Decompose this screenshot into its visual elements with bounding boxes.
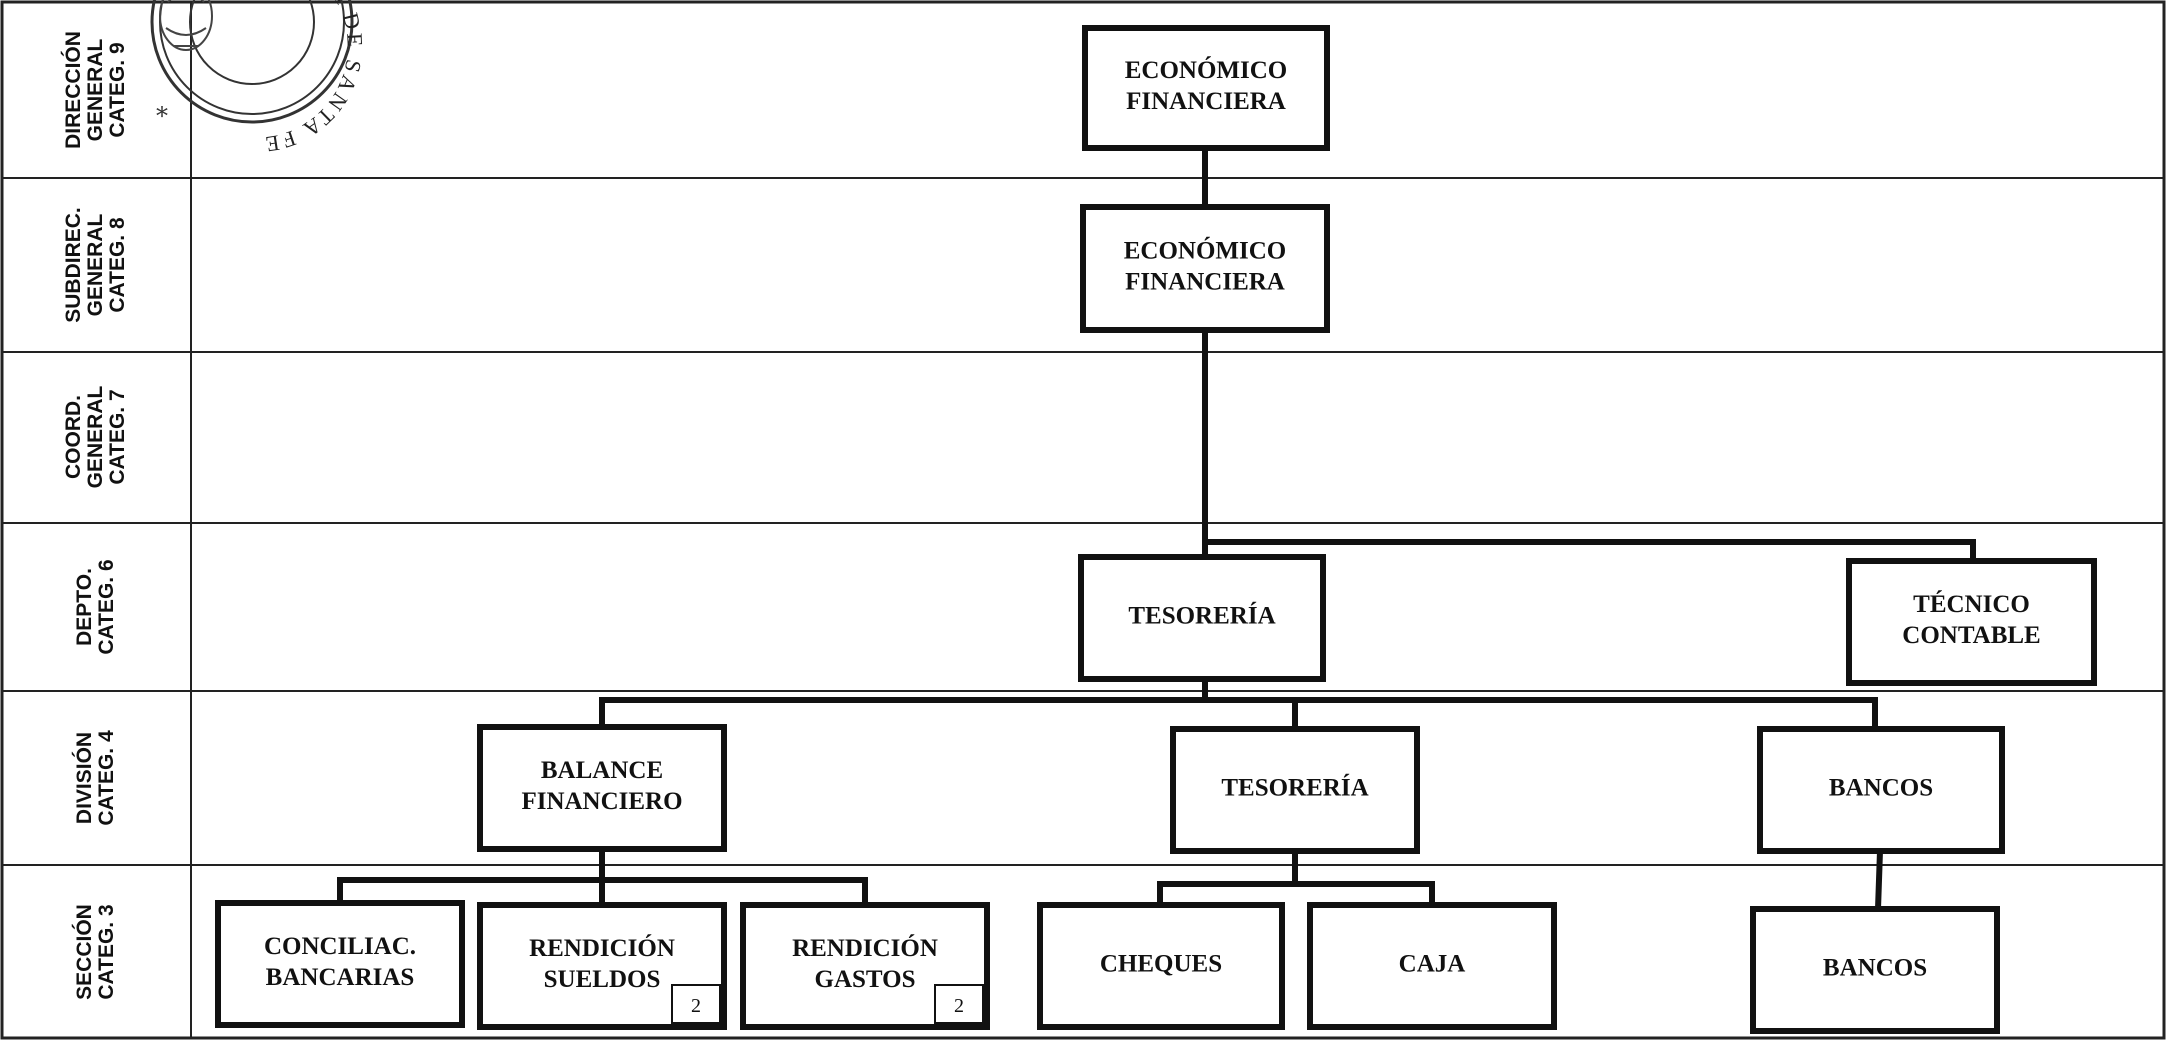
box-label-line: CONCILIAC.: [264, 933, 416, 960]
box-label-line: CHEQUES: [1100, 950, 1222, 977]
box-seccion-bancos: BANCOS: [1750, 906, 2000, 1034]
box-seccion-rendicion-gastos: RENDICIÓN GASTOS 2: [740, 902, 990, 1030]
box-label-line: BANCOS: [1823, 954, 1927, 981]
box-seccion-conciliac-bancarias: CONCILIAC. BANCARIAS: [215, 900, 465, 1028]
row-label-line: CATEG. 3: [95, 904, 118, 999]
box-frame: [477, 724, 727, 852]
box-label-line: SUELDOS: [544, 966, 661, 993]
row-label-line: DIVISIÓN: [72, 732, 96, 824]
box-label-line: RENDICIÓN: [792, 934, 938, 962]
row-label-line: CATEG. 7: [106, 389, 129, 484]
box-depto-tesoreria: TESORERÍA: [1078, 554, 1326, 682]
box-frame: [1037, 902, 1285, 1030]
box-label-line: GASTOS: [815, 966, 916, 993]
box-frame: [215, 900, 465, 1028]
box-frame: [1750, 906, 2000, 1034]
box-subdireccion-economico-financiera: ECONÓMICO FINANCIERA: [1080, 204, 1330, 333]
box-frame: [1757, 726, 2005, 854]
box-label-line: ECONÓMICO: [1125, 56, 1288, 84]
box-label-line: CAJA: [1399, 950, 1466, 977]
box-frame: [1078, 554, 1326, 682]
box-frame: [1170, 726, 1420, 854]
box-label-line: FINANCIERA: [1125, 268, 1285, 295]
box-badge-frame: [934, 984, 984, 1024]
row-label-line: DEPTO.: [73, 568, 96, 646]
row-label-line: CATEG. 4: [95, 730, 118, 826]
box-label-line: CONTABLE: [1902, 622, 2040, 649]
box-frame: [1307, 902, 1557, 1030]
row-label-line: SUBDIREC.: [62, 207, 85, 323]
row-label-line: CATEG. 9: [106, 42, 129, 137]
unit-boxes: ECONÓMICO FINANCIERA ECONÓMICO FINANCIERA TE…: [215, 25, 2097, 1034]
box-badge: 2: [691, 995, 701, 1017]
row-label-line: DIRECCIÓN: [61, 31, 85, 149]
box-frame: [1846, 558, 2097, 686]
box-label-line: TESORERÍA: [1128, 601, 1275, 629]
row-label-line: GENERAL: [84, 38, 107, 141]
box-direccion-economico-financiera: ECONÓMICO FINANCIERA: [1082, 25, 1330, 151]
box-label-line: TESORERÍA: [1221, 773, 1368, 801]
row-label-line: CATEG. 6: [95, 559, 118, 654]
row-label-departamento: DEPTO.CATEG. 6: [73, 559, 118, 654]
connectors: [337, 145, 1976, 913]
box-label-line: BANCARIAS: [266, 964, 415, 991]
seal-emblem: [159, 0, 213, 51]
box-frame: [1080, 204, 1330, 333]
box-label-line: FINANCIERO: [521, 788, 682, 815]
box-label-line: ECONÓMICO: [1124, 236, 1287, 264]
seal-star: *: [156, 102, 168, 130]
box-label-line: FINANCIERA: [1126, 88, 1286, 115]
box-seccion-rendicion-sueldos: RENDICIÓN SUELDOS 2: [477, 902, 727, 1030]
box-frame: [1082, 25, 1330, 151]
box-badge: 2: [954, 995, 964, 1017]
row-label-line: GENERAL: [84, 385, 107, 488]
box-depto-tecnico-contable: TÉCNICO CONTABLE: [1846, 558, 2097, 686]
box-label-line: TÉCNICO: [1913, 590, 2030, 618]
row-label-line: COORD.: [62, 395, 85, 479]
box-label-line: BALANCE: [541, 757, 663, 784]
box-division-bancos: BANCOS: [1757, 726, 2005, 854]
connector-line: [1874, 847, 1884, 913]
box-division-balance-financiero: BALANCE FINANCIERO: [477, 724, 727, 852]
box-seccion-caja: CAJA: [1307, 902, 1557, 1030]
row-label-line: CATEG. 8: [106, 217, 129, 313]
box-division-tesoreria: TESORERÍA: [1170, 726, 1420, 854]
row-label-line: SECCIÓN: [72, 904, 96, 1000]
row-label-line: GENERAL: [84, 213, 107, 316]
box-seccion-cheques: CHEQUES: [1037, 902, 1285, 1030]
box-badge-frame: [671, 984, 721, 1024]
box-label-line: RENDICIÓN: [529, 934, 675, 962]
box-label-line: BANCOS: [1829, 774, 1933, 801]
